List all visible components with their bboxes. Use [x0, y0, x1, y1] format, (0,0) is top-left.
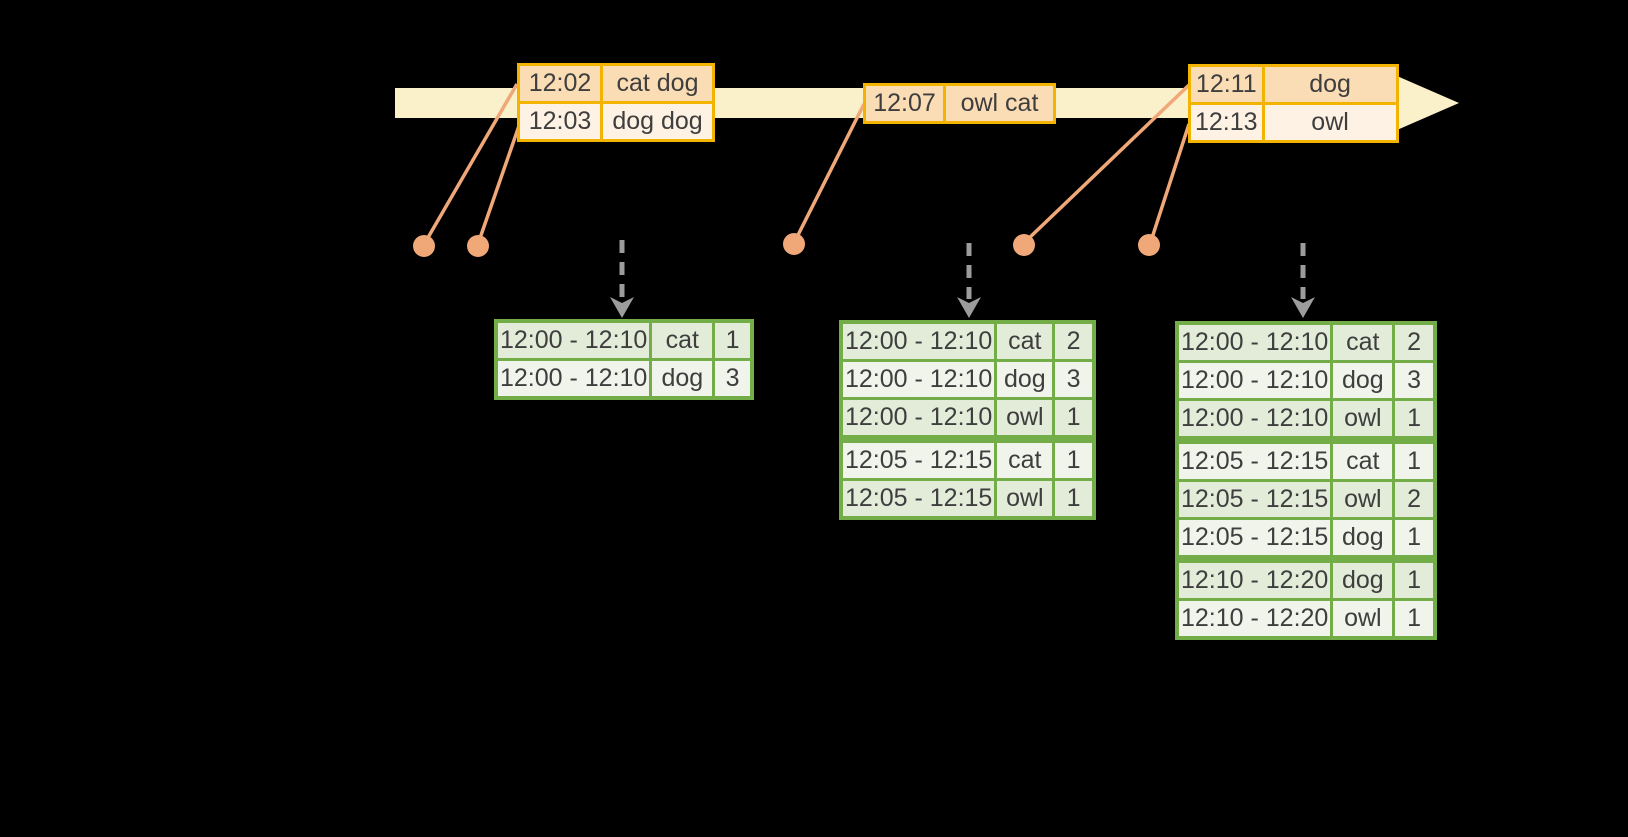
- result-table-2: 12:00 - 12:10 cat 2 12:00 - 12:10 dog 3 …: [839, 320, 1096, 520]
- event-words-cell: owl: [1261, 102, 1399, 143]
- word-cell: dog: [994, 359, 1056, 400]
- window-cell: 12:05 - 12:15: [1175, 436, 1334, 482]
- connector-line: [424, 83, 519, 242]
- window-cell: 12:10 - 12:20: [1175, 555, 1334, 601]
- connector-line: [793, 103, 866, 242]
- window-cell: 12:00 - 12:10: [1175, 398, 1334, 442]
- count-cell: 1: [712, 319, 754, 361]
- event-time-cell: 12:02: [517, 63, 603, 104]
- word-cell: dog: [1330, 517, 1396, 561]
- result-row: 12:00 - 12:10 dog 3: [839, 359, 1096, 400]
- window-cell: 12:00 - 12:10: [494, 319, 653, 361]
- event-dot-icon: [467, 235, 489, 257]
- result-row: 12:10 - 12:20 dog 1: [1175, 555, 1437, 601]
- word-cell: cat: [1330, 321, 1396, 363]
- result-row: 12:00 - 12:10 dog 3: [1175, 360, 1437, 401]
- window-cell: 12:00 - 12:10: [839, 397, 998, 441]
- word-cell: cat: [1330, 436, 1396, 482]
- event-time-cell: 12:07: [863, 83, 946, 124]
- window-cell: 12:05 - 12:15: [1175, 479, 1334, 520]
- trigger-arrow-icon: [1291, 243, 1315, 318]
- result-row: 12:05 - 12:15 owl 1: [839, 478, 1096, 520]
- timeline-arrowhead-icon: [1397, 76, 1459, 130]
- result-row: 12:05 - 12:15 cat 1: [839, 435, 1096, 481]
- word-cell: owl: [1330, 479, 1396, 520]
- window-cell: 12:00 - 12:10: [494, 358, 653, 400]
- count-cell: 2: [1052, 320, 1096, 362]
- event-dot-icon: [783, 233, 805, 255]
- count-cell: 1: [1392, 436, 1437, 482]
- count-cell: 1: [1052, 435, 1096, 481]
- window-cell: 12:00 - 12:10: [839, 320, 998, 362]
- result-table-1: 12:00 - 12:10 cat 1 12:00 - 12:10 dog 3: [494, 319, 754, 400]
- word-cell: cat: [994, 320, 1056, 362]
- event-table-1: 12:02 cat dog 12:03 dog dog: [517, 63, 715, 142]
- result-row: 12:05 - 12:15 owl 2: [1175, 479, 1437, 520]
- event-dot-icon: [1138, 234, 1160, 256]
- window-cell: 12:00 - 12:10: [1175, 360, 1334, 401]
- word-cell: dog: [1330, 360, 1396, 401]
- window-cell: 12:05 - 12:15: [839, 478, 998, 520]
- event-table-2: 12:07 owl cat: [863, 83, 1056, 124]
- trigger-arrows: [610, 240, 1315, 318]
- event-row: 12:02 cat dog: [517, 63, 715, 104]
- event-dot-icon: [1013, 234, 1035, 256]
- count-cell: 3: [1392, 360, 1437, 401]
- event-dot-icon: [413, 235, 435, 257]
- result-row: 12:00 - 12:10 owl 1: [839, 397, 1096, 441]
- count-cell: 2: [1392, 479, 1437, 520]
- window-cell: 12:00 - 12:10: [1175, 321, 1334, 363]
- count-cell: 1: [1052, 478, 1096, 520]
- window-cell: 12:05 - 12:15: [839, 435, 998, 481]
- event-row: 12:03 dog dog: [517, 101, 715, 142]
- event-time-cell: 12:03: [517, 101, 603, 142]
- count-cell: 1: [1052, 397, 1096, 441]
- trigger-arrow-icon: [610, 240, 634, 318]
- window-cell: 12:10 - 12:20: [1175, 598, 1334, 640]
- count-cell: 1: [1392, 517, 1437, 561]
- word-cell: dog: [1330, 555, 1396, 601]
- result-row: 12:10 - 12:20 owl 1: [1175, 598, 1437, 640]
- event-connector-lines: [424, 83, 1191, 243]
- event-words-cell: dog: [1261, 64, 1399, 105]
- word-cell: owl: [1330, 598, 1396, 640]
- count-cell: 1: [1392, 598, 1437, 640]
- word-cell: owl: [1330, 398, 1396, 442]
- result-row: 12:05 - 12:15 dog 1: [1175, 517, 1437, 561]
- result-row: 12:00 - 12:10 cat 2: [1175, 321, 1437, 363]
- event-words-cell: owl cat: [943, 83, 1056, 124]
- event-row: 12:07 owl cat: [863, 83, 1056, 124]
- event-words-cell: dog dog: [600, 101, 715, 142]
- connector-line: [1149, 123, 1191, 242]
- trigger-arrow-icon: [957, 243, 981, 318]
- result-row: 12:00 - 12:10 cat 1: [494, 319, 754, 361]
- event-time-cell: 12:11: [1188, 64, 1265, 105]
- event-time-cell: 12:13: [1188, 102, 1265, 143]
- result-row: 12:00 - 12:10 owl 1: [1175, 398, 1437, 442]
- word-cell: cat: [994, 435, 1056, 481]
- result-row: 12:05 - 12:15 cat 1: [1175, 436, 1437, 482]
- event-row: 12:13 owl: [1188, 102, 1399, 143]
- event-words-cell: cat dog: [600, 63, 715, 104]
- word-cell: cat: [649, 319, 716, 361]
- result-row: 12:00 - 12:10 cat 2: [839, 320, 1096, 362]
- connector-line: [477, 122, 522, 242]
- event-table-3: 12:11 dog 12:13 owl: [1188, 64, 1399, 143]
- event-row: 12:11 dog: [1188, 64, 1399, 105]
- window-cell: 12:00 - 12:10: [839, 359, 998, 400]
- result-table-3: 12:00 - 12:10 cat 2 12:00 - 12:10 dog 3 …: [1175, 321, 1437, 640]
- count-cell: 3: [712, 358, 754, 400]
- result-row: 12:00 - 12:10 dog 3: [494, 358, 754, 400]
- count-cell: 1: [1392, 555, 1437, 601]
- word-cell: owl: [994, 478, 1056, 520]
- count-cell: 2: [1392, 321, 1437, 363]
- window-cell: 12:05 - 12:15: [1175, 517, 1334, 561]
- count-cell: 1: [1392, 398, 1437, 442]
- word-cell: dog: [649, 358, 716, 400]
- count-cell: 3: [1052, 359, 1096, 400]
- word-cell: owl: [994, 397, 1056, 441]
- event-time-dots: [413, 233, 1160, 257]
- connector-line: [1024, 83, 1191, 243]
